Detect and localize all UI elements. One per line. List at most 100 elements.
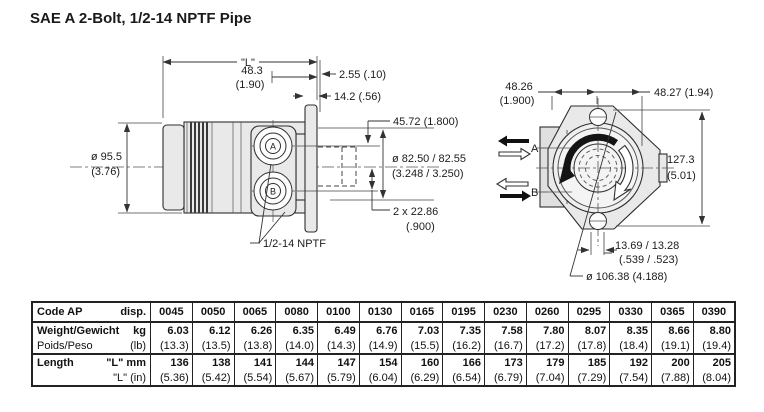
motor-rib-band bbox=[186, 122, 242, 213]
table-corner-cell: Code AP disp. bbox=[31, 302, 151, 323]
ccw-rotation-arrow bbox=[563, 133, 619, 175]
front-port-a-label: A bbox=[531, 143, 539, 155]
svg-text:127.3: 127.3 bbox=[667, 154, 695, 166]
table-cell: (6.29) bbox=[400, 370, 444, 386]
table-cell: (7.88) bbox=[651, 370, 694, 386]
table-cell: 7.35 bbox=[442, 322, 485, 338]
svg-text:(3.248 / 3.250): (3.248 / 3.250) bbox=[392, 168, 464, 180]
dim-pilot-diameter: ø 82.50 / 82.55 (3.248 / 3.250) bbox=[379, 129, 466, 199]
table-column-header: 0195 bbox=[442, 302, 485, 323]
port-a-letter: A bbox=[270, 142, 276, 152]
dim-port-half-spacing: 2 x 22.86 (.900) bbox=[368, 168, 438, 233]
row-label-length-mm: Length"L" mm bbox=[31, 354, 151, 370]
table-cell: 8.80 bbox=[692, 322, 736, 338]
table-cell: 6.35 bbox=[275, 322, 318, 338]
table-column-header: 0050 bbox=[191, 302, 235, 323]
dim-bolt-spacing: 48.26 (1.900) 48.27 (1.94) bbox=[500, 81, 713, 146]
table-cell: (14.3) bbox=[317, 338, 360, 355]
table-column-header: 0260 bbox=[525, 302, 569, 323]
table-cell: 7.03 bbox=[400, 322, 444, 338]
dim-flange-gap: 2.55 (.10) bbox=[319, 60, 386, 112]
table-cell: (19.4) bbox=[692, 338, 736, 355]
table-cell: 173 bbox=[484, 354, 527, 370]
svg-text:45.72 (1.800): 45.72 (1.800) bbox=[393, 116, 458, 128]
table-column-header: 0065 bbox=[233, 302, 277, 323]
table-column-header: 0100 bbox=[317, 302, 360, 323]
table-row-length-in: "L" (in)(5.36)(5.42)(5.54)(5.67)(5.79)(6… bbox=[31, 370, 736, 386]
table-cell: (14.9) bbox=[358, 338, 402, 355]
dim-port-spacing: 45.72 (1.800) bbox=[364, 116, 458, 144]
table-cell: (15.5) bbox=[400, 338, 444, 355]
table-cell: (6.79) bbox=[484, 370, 527, 386]
svg-text:1/2-14 NPTF: 1/2-14 NPTF bbox=[263, 238, 326, 250]
table-cell: (19.1) bbox=[651, 338, 694, 355]
table-cell: 8.07 bbox=[567, 322, 611, 338]
table-cell: 7.80 bbox=[525, 322, 569, 338]
table-cell: 8.66 bbox=[651, 322, 694, 338]
table-cell: (18.4) bbox=[609, 338, 652, 355]
svg-text:14.2 (.56): 14.2 (.56) bbox=[334, 91, 381, 103]
row-label-weight-lb: Poids/Peso(lb) bbox=[31, 338, 151, 355]
flow-direction-b: B bbox=[495, 177, 548, 202]
bolt-circle-callout: ø 106.38 (4.188) bbox=[569, 111, 667, 283]
table-cell: (13.3) bbox=[150, 338, 193, 355]
table-row-weight-lb: Poids/Peso(lb)(13.3)(13.5)(13.8)(14.0)(1… bbox=[31, 338, 736, 355]
table-cell: 154 bbox=[358, 354, 402, 370]
table-cell: (7.04) bbox=[525, 370, 569, 386]
technical-drawing: A B "L" 48.3 (1.90) bbox=[70, 56, 713, 283]
cw-rotation-arrow bbox=[613, 144, 634, 202]
table-cell: (17.2) bbox=[525, 338, 569, 355]
table-column-header: 0330 bbox=[609, 302, 652, 323]
thread-callout: 1/2-14 NPTF bbox=[250, 163, 326, 250]
svg-text:48.26: 48.26 bbox=[505, 81, 533, 93]
table-cell: (5.36) bbox=[150, 370, 193, 386]
svg-text:48.27 (1.94): 48.27 (1.94) bbox=[654, 87, 713, 99]
table-cell: (6.54) bbox=[442, 370, 485, 386]
table-cell: 200 bbox=[651, 354, 694, 370]
table-column-header: 0080 bbox=[275, 302, 318, 323]
page-title: SAE A 2-Bolt, 1/2-14 NPTF Pipe bbox=[30, 10, 252, 27]
table-cell: (14.0) bbox=[275, 338, 318, 355]
table-cell: 205 bbox=[692, 354, 736, 370]
flow-a-out-arrow bbox=[498, 135, 529, 147]
dim-flange-thickness: 14.2 (.56) bbox=[293, 91, 381, 103]
table-cell: 136 bbox=[150, 354, 193, 370]
row-label-length-in: "L" (in) bbox=[31, 370, 151, 386]
table-cell: (7.29) bbox=[567, 370, 611, 386]
svg-text:48.3: 48.3 bbox=[241, 65, 262, 77]
svg-text:ø 106.38 (4.188): ø 106.38 (4.188) bbox=[586, 271, 667, 283]
motor-end-cap bbox=[162, 124, 185, 211]
flow-b-out-arrow bbox=[495, 177, 529, 191]
table-cell: 8.35 bbox=[609, 322, 652, 338]
svg-text:(1.90): (1.90) bbox=[236, 79, 265, 91]
table-cell: 160 bbox=[400, 354, 444, 370]
dim-bolt-slot: 13.69 / 13.28 (.539 / .523) bbox=[578, 232, 679, 266]
table-cell: 7.58 bbox=[484, 322, 527, 338]
table-cell: (16.2) bbox=[442, 338, 485, 355]
table-column-header: 0045 bbox=[150, 302, 193, 323]
table-cell: (16.7) bbox=[484, 338, 527, 355]
table-column-header: 0365 bbox=[651, 302, 694, 323]
table-column-header: 0390 bbox=[692, 302, 736, 323]
table-cell: 6.49 bbox=[317, 322, 360, 338]
port-b-letter: B bbox=[270, 187, 276, 197]
table-cell: 6.03 bbox=[150, 322, 193, 338]
table-cell: 6.12 bbox=[191, 322, 235, 338]
front-view: A B 48.26 (1.900) 48.27 (1.94) bbox=[495, 81, 713, 283]
table-cell: (7.54) bbox=[609, 370, 652, 386]
svg-text:(5.01): (5.01) bbox=[667, 170, 696, 182]
port-b: B bbox=[253, 171, 293, 211]
table-cell: (17.8) bbox=[567, 338, 611, 355]
svg-text:13.69 / 13.28: 13.69 / 13.28 bbox=[615, 240, 679, 252]
table-cell: (5.79) bbox=[317, 370, 360, 386]
dim-flange-height: 127.3 (5.01) bbox=[613, 109, 710, 227]
table-column-header: 0295 bbox=[567, 302, 611, 323]
svg-text:2 x 22.86: 2 x 22.86 bbox=[393, 206, 438, 218]
table-column-header: 0165 bbox=[400, 302, 444, 323]
